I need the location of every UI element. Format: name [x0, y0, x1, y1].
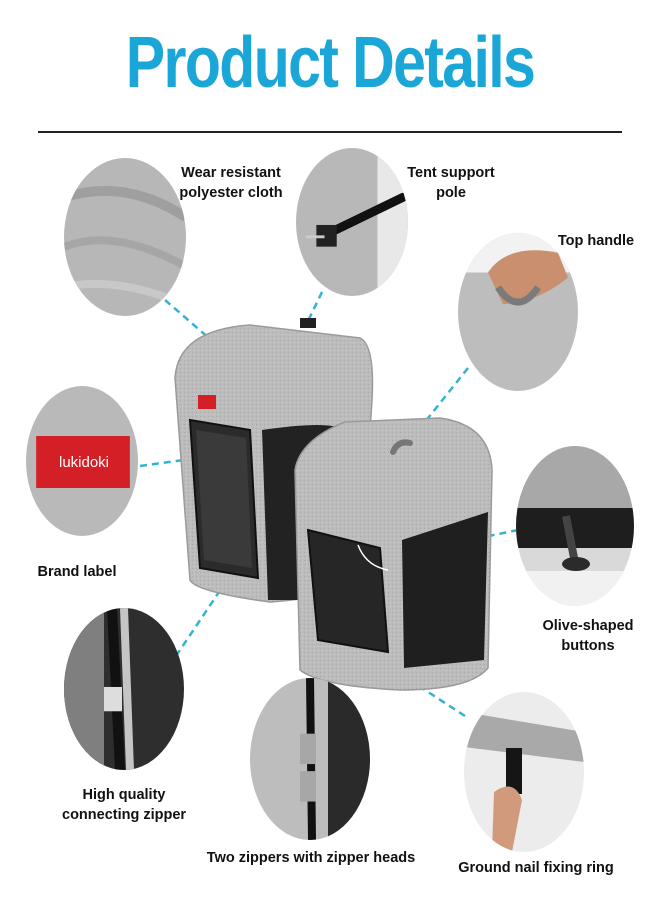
label-two-zippers: Two zippers with zipper heads [206, 850, 416, 866]
fabric-closeup-icon [64, 158, 186, 316]
label-nail-ring: Ground nail fixing ring [458, 860, 614, 876]
title-divider [38, 131, 622, 133]
brand-label-text: lukidoki [58, 454, 110, 471]
red-label-icon: lukidoki [26, 386, 138, 536]
label-handle: Top handle [557, 233, 635, 249]
label-pole: Tent support pole [407, 165, 495, 201]
finger-loop-icon [464, 692, 584, 852]
label-connect-zipper: High quality connecting zipper [62, 787, 187, 823]
zipper-icon [64, 608, 184, 770]
support-pole-icon [296, 148, 408, 296]
hand-handle-icon [458, 233, 578, 391]
label-brand: Brand label [37, 564, 117, 580]
label-buttons: Olive-shaped buttons [542, 618, 634, 654]
zipper-heads-icon [250, 678, 370, 840]
page-title: Product Details [125, 23, 536, 103]
right-tent [294, 417, 493, 691]
toggle-button-icon [516, 446, 634, 606]
label-fabric: Wear resistant polyester cloth [179, 165, 283, 201]
